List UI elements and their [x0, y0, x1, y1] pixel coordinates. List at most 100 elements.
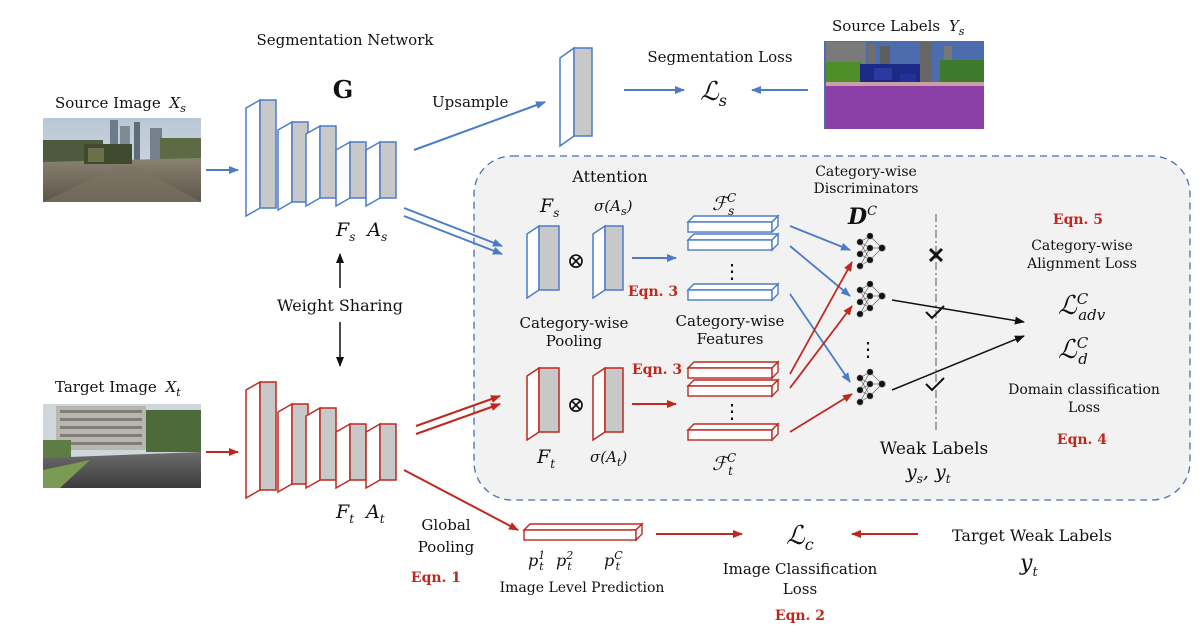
upsample-label: Upsample [432, 93, 509, 111]
source-labels-image [824, 41, 984, 129]
alignment-loss-label-2: Alignment Loss [1026, 256, 1137, 272]
cross-mark: ✕ [927, 243, 945, 269]
target-image-label: Target Image Xt [55, 378, 181, 399]
fs-as-label: Fs As [335, 219, 387, 246]
weight-sharing-label: Weight Sharing [277, 296, 403, 315]
target-layer-2 [277, 402, 309, 494]
ft3-to-dn [789, 393, 853, 433]
eqn3-target: Eqn. 3 [632, 362, 682, 378]
source-category-features [686, 214, 780, 302]
target-layer-5 [365, 422, 397, 490]
source-feature-map [526, 224, 560, 300]
fs2-to-d2 [789, 245, 851, 297]
otimes-target: ⊗ [567, 393, 585, 418]
source-features-arrow-a [403, 207, 503, 247]
image-classification-label-1: Image Classification [723, 560, 878, 578]
check-mark-2 [925, 377, 945, 392]
target-layer-3 [305, 406, 337, 490]
discriminator-D-label: DC [847, 204, 877, 230]
eqn5-label: Eqn. 5 [1053, 212, 1103, 228]
d2-output-line [891, 299, 1025, 325]
loss-lc: ℒc [786, 521, 814, 554]
weak-labels-vars: ys, yt [905, 461, 951, 486]
eqn4-label: Eqn. 4 [1057, 432, 1107, 448]
source-features-vdots: ⋮ [722, 259, 742, 283]
discriminator-2 [856, 280, 886, 318]
source-layer-2 [277, 120, 309, 212]
target-layer-1 [245, 380, 277, 500]
global-pooling-label-2: Pooling [418, 538, 475, 556]
target-weak-yt: yt [1019, 551, 1038, 580]
target-feature-map [526, 366, 560, 442]
discriminators-vdots: ⋮ [858, 337, 878, 361]
discriminator-1 [856, 232, 886, 270]
source-attention-map [592, 224, 624, 300]
discriminators-label-2: Discriminators [814, 181, 919, 197]
target-feature-vector-1 [686, 360, 780, 380]
ft-at-label: Ft At [335, 501, 385, 528]
weak-labels-label: Weak Labels [880, 439, 989, 459]
target-features-arrow-b [415, 403, 501, 435]
target-feature-vector-3 [686, 422, 780, 442]
sigma-as-label: σ(As) [594, 197, 633, 218]
features-label-2: Features [697, 330, 764, 348]
eqn2-label: Eqn. 2 [775, 608, 825, 624]
image-level-prediction-vector [522, 522, 644, 542]
fs3-to-dn [789, 293, 851, 383]
discriminators-label-1: Category-wise [815, 164, 917, 180]
features-label-1: Category-wise [676, 312, 785, 330]
source-layer-3 [305, 124, 337, 208]
sigma-at-label: σ(At) [590, 448, 627, 469]
source-feature-vector-1 [686, 214, 780, 234]
target-features-vdots: ⋮ [722, 399, 742, 423]
target-feature-vector-2 [686, 378, 780, 398]
alignment-loss-label-1: Category-wise [1031, 238, 1133, 254]
target-layer-4 [335, 422, 367, 490]
upsampled-output [559, 46, 593, 148]
target-category-features [686, 360, 780, 442]
source-layer-1 [245, 98, 277, 218]
ft2-to-d2 [789, 305, 853, 389]
eqn1-label: Eqn. 1 [411, 570, 461, 586]
dn-output-line [891, 335, 1025, 391]
domain-loss-label-2: Loss [1068, 400, 1100, 416]
source-feature-vector-2 [686, 232, 780, 252]
check-mark-1 [925, 305, 945, 320]
ft1-to-d1 [789, 261, 853, 375]
loss-ls: ℒs [700, 77, 727, 110]
otimes-source: ⊗ [567, 249, 585, 274]
discriminator-n [856, 368, 886, 406]
pooling-label-1: Category-wise [520, 314, 629, 332]
source-layer-4 [335, 140, 367, 208]
adaptation-panel [473, 155, 1191, 501]
eqn3-source: Eqn. 3 [628, 284, 678, 300]
target-network [245, 380, 397, 500]
fs-panel-label: Fs [539, 195, 559, 220]
attention-label: Attention [571, 167, 647, 186]
source-labels-title: Source Labels Ys [832, 17, 965, 38]
source-feature-vector-3 [686, 282, 780, 302]
source-image-label: Source Image Xs [55, 94, 186, 115]
image-classification-label-2: Loss [783, 580, 817, 598]
source-network [245, 98, 397, 218]
global-pooling-label-1: Global [421, 516, 470, 534]
global-pooling-arrow [403, 469, 519, 531]
source-image-photo [43, 118, 201, 202]
image-level-prediction-label: Image Level Prediction [500, 580, 665, 596]
segmentation-network-G: G [333, 75, 354, 104]
source-layer-5 [365, 140, 397, 208]
target-weak-labels-label: Target Weak Labels [952, 526, 1112, 545]
pooling-label-2: Pooling [546, 332, 603, 350]
target-features-arrow-a [415, 395, 501, 427]
segmentation-loss-label: Segmentation Loss [647, 48, 792, 66]
fs1-to-d1 [789, 225, 851, 251]
